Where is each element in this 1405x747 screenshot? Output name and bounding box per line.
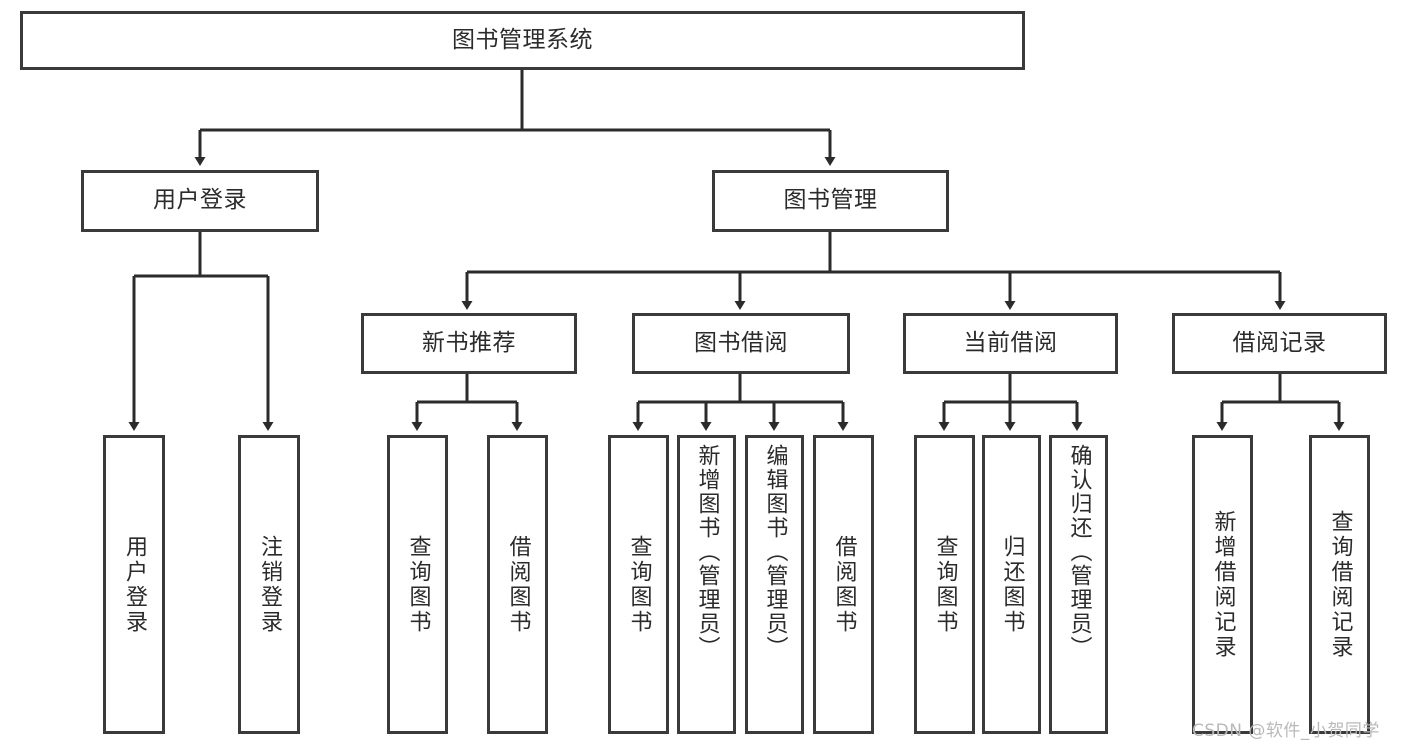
node-leaf-edit-book-admin-label: 编辑图书（管理员） (762, 444, 788, 660)
node-leaf-logout-login[interactable]: 注销登录 (238, 435, 300, 734)
node-leaf-confirm-return-admin[interactable]: 确认归还（管理员） (1049, 435, 1108, 734)
node-leaf-user-login-label: 用户登录 (121, 534, 147, 635)
node-leaf-query-book-3[interactable]: 查询图书 (914, 435, 975, 734)
node-leaf-query-borrow-record-label: 查询借阅记录 (1327, 509, 1353, 660)
node-current-borrow[interactable]: 当前借阅 (903, 313, 1118, 374)
node-leaf-borrow-book-1[interactable]: 借阅图书 (487, 435, 548, 734)
node-current-borrow-label: 当前借阅 (963, 329, 1058, 356)
node-leaf-borrow-book-1-label: 借阅图书 (505, 534, 531, 635)
node-new-book-recommend[interactable]: 新书推荐 (361, 313, 577, 374)
node-leaf-query-book-2-label: 查询图书 (626, 534, 652, 635)
node-borrow-record[interactable]: 借阅记录 (1172, 313, 1387, 374)
node-leaf-query-book-1[interactable]: 查询图书 (387, 435, 448, 734)
node-leaf-return-book[interactable]: 归还图书 (982, 435, 1041, 734)
node-root-label: 图书管理系统 (452, 26, 593, 53)
node-book-management[interactable]: 图书管理 (712, 170, 949, 232)
node-leaf-add-book-admin-label: 新增图书（管理员） (694, 444, 720, 660)
node-new-book-recommend-label: 新书推荐 (422, 329, 516, 356)
node-user-login[interactable]: 用户登录 (81, 170, 319, 232)
node-leaf-add-book-admin[interactable]: 新增图书（管理员） (677, 435, 736, 734)
node-borrow-record-label: 借阅记录 (1232, 329, 1327, 356)
node-leaf-query-borrow-record[interactable]: 查询借阅记录 (1309, 435, 1370, 734)
node-leaf-borrow-book-2-label: 借阅图书 (831, 534, 857, 635)
node-leaf-confirm-return-admin-label: 确认归还（管理员） (1066, 444, 1092, 660)
node-leaf-return-book-label: 归还图书 (999, 534, 1025, 635)
watermark: CSDN @软件_小贺同学 (1192, 721, 1380, 741)
node-book-management-label: 图书管理 (783, 187, 878, 214)
node-leaf-edit-book-admin[interactable]: 编辑图书（管理员） (745, 435, 804, 734)
node-leaf-add-borrow-record-label: 新增借阅记录 (1210, 509, 1236, 660)
node-leaf-add-borrow-record[interactable]: 新增借阅记录 (1192, 435, 1253, 734)
node-book-borrow[interactable]: 图书借阅 (632, 313, 850, 374)
node-leaf-query-book-2[interactable]: 查询图书 (608, 435, 669, 734)
node-leaf-user-login[interactable]: 用户登录 (103, 435, 165, 734)
node-leaf-borrow-book-2[interactable]: 借阅图书 (813, 435, 874, 734)
node-leaf-query-book-3-label: 查询图书 (932, 534, 958, 635)
node-root[interactable]: 图书管理系统 (20, 11, 1025, 70)
node-leaf-logout-login-label: 注销登录 (256, 534, 282, 635)
node-leaf-query-book-1-label: 查询图书 (405, 534, 431, 635)
node-book-borrow-label: 图书借阅 (694, 329, 788, 356)
node-user-login-label: 用户登录 (153, 187, 247, 214)
